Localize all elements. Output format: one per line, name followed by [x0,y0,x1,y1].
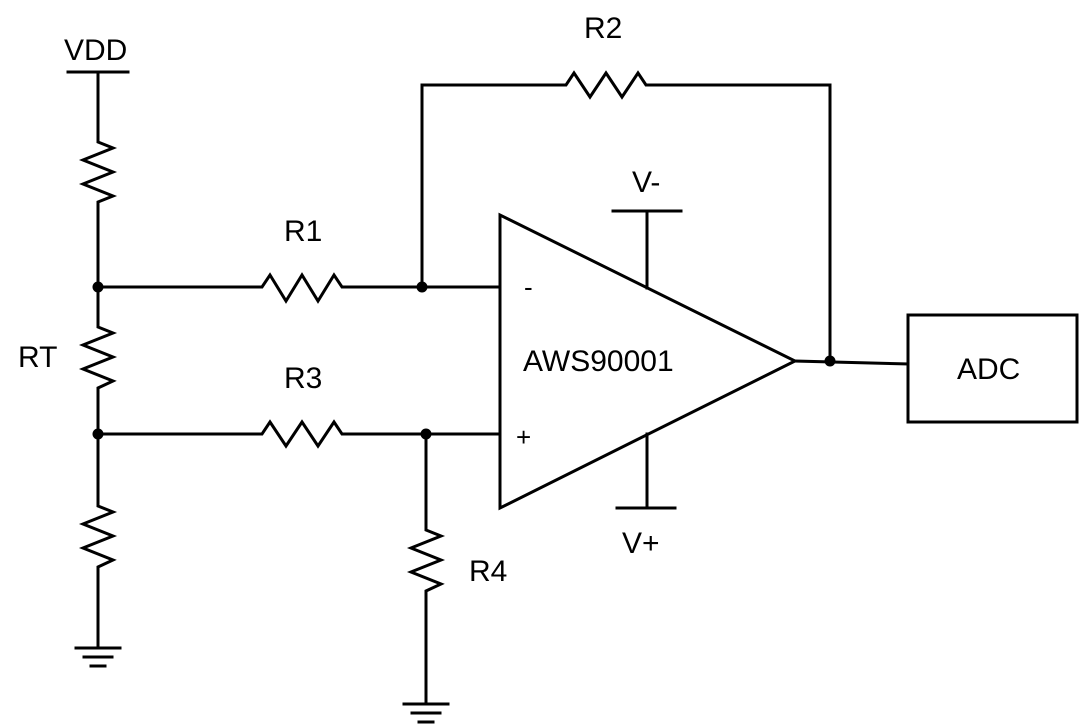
r4-label: R4 [469,555,507,588]
rt-thermistor [78,322,118,394]
adc-label: ADC [957,353,1020,386]
rt-label: RT [18,341,57,374]
v-minus-label: V- [632,166,660,199]
r3-resistor [238,419,375,449]
adc-block [906,313,1079,424]
r4-resistor [406,524,446,598]
right-ground-icon [402,702,450,724]
r1-label: R1 [284,215,322,248]
noninverting-input-sign: + [516,422,531,452]
inverting-input-sign: - [524,272,533,302]
bottom-resistor [78,500,118,574]
vdd-label: VDD [64,34,127,67]
v-plus-label: V+ [622,527,660,560]
r1-resistor [238,272,375,304]
r2-resistor [560,70,652,100]
junction-dot-output [824,355,836,367]
left-ground-icon [74,646,122,668]
r2-label: R2 [584,12,622,45]
output-wire [793,359,910,366]
top-resistor [78,135,118,210]
opamp-label: AWS90001 [523,345,674,378]
r3-label: R3 [284,362,322,395]
